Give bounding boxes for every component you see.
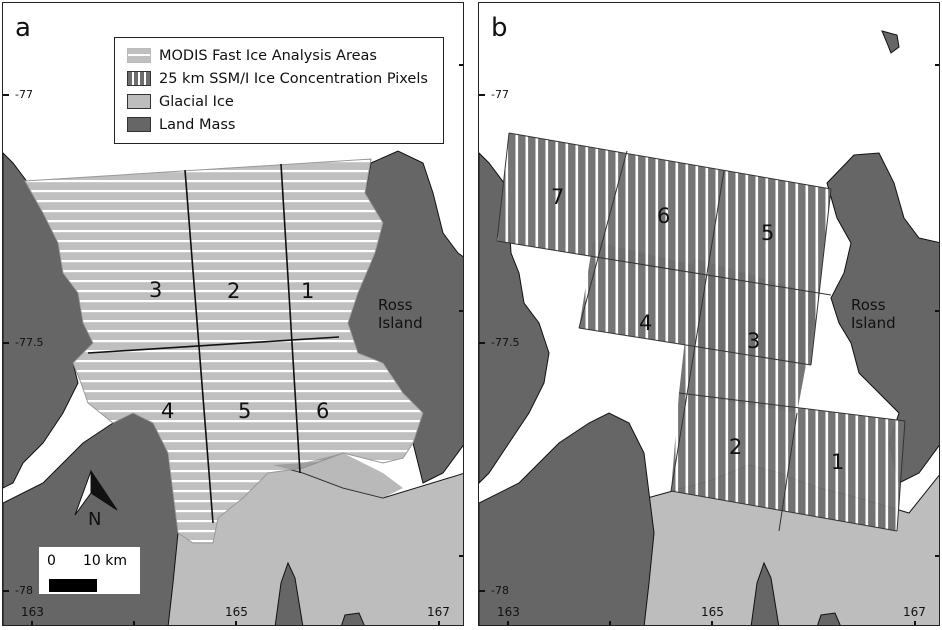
lat-label: -78	[491, 584, 509, 597]
panel-letter: b	[491, 13, 508, 43]
region-label: 1	[831, 450, 845, 474]
lat-label: -78	[15, 584, 33, 597]
scale-bar-graphic	[49, 579, 97, 592]
panel-letter: a	[15, 13, 31, 43]
vertical-stripe-swatch-icon	[127, 71, 151, 86]
land-mass-swatch-icon	[127, 117, 151, 132]
glacial-ice-swatch-icon	[127, 94, 151, 109]
scale-bar: 0 10 km	[39, 547, 140, 594]
lat-label: -77	[491, 88, 509, 101]
lon-label: 167	[903, 605, 926, 619]
region-label: 2	[729, 435, 743, 459]
north-arrow-label: N	[88, 509, 102, 530]
place-label-ross-island: Ross Island	[378, 296, 423, 332]
lat-label: -77.5	[491, 336, 520, 349]
map-panel-b: b -77 -77.5 -78 163 165 167 1 2 3 4 5 6 …	[478, 2, 940, 626]
legend-label: MODIS Fast Ice Analysis Areas	[159, 47, 377, 64]
lon-label: 165	[701, 605, 724, 619]
region-label: 2	[227, 279, 241, 303]
place-label-ross-island: Ross Island	[851, 296, 896, 332]
map-canvas-b	[479, 30, 939, 625]
region-label: 5	[761, 221, 775, 245]
region-label: 6	[316, 399, 330, 423]
legend-label: Land Mass	[159, 116, 236, 133]
lon-label: 165	[225, 605, 248, 619]
region-label: 6	[657, 204, 671, 228]
lat-label: -77.5	[15, 336, 44, 349]
lon-label: 167	[427, 605, 450, 619]
region-label: 4	[161, 399, 175, 423]
legend-item-modis: MODIS Fast Ice Analysis Areas	[127, 44, 443, 67]
region-label: 4	[639, 311, 653, 335]
legend-item-ssmi: 25 km SSM/I Ice Concentration Pixels	[127, 67, 443, 90]
lat-label: -77	[15, 88, 33, 101]
legend-item-glacial-ice: Glacial Ice	[127, 90, 443, 113]
map-legend: MODIS Fast Ice Analysis Areas 25 km SSM/…	[114, 37, 444, 144]
region-label: 3	[149, 278, 163, 302]
region-label: 5	[238, 399, 252, 423]
region-label: 3	[747, 329, 761, 353]
lon-label: 163	[497, 605, 520, 619]
legend-label: Glacial Ice	[159, 93, 234, 110]
lon-label: 163	[21, 605, 44, 619]
legend-label: 25 km SSM/I Ice Concentration Pixels	[159, 70, 428, 87]
region-label: 1	[301, 279, 315, 303]
legend-item-land-mass: Land Mass	[127, 113, 443, 136]
map-panel-a: a MODIS Fast Ice Analysis Areas 25 km SS…	[2, 2, 464, 626]
region-label: 7	[551, 185, 565, 209]
horizontal-stripe-swatch-icon	[127, 48, 151, 63]
